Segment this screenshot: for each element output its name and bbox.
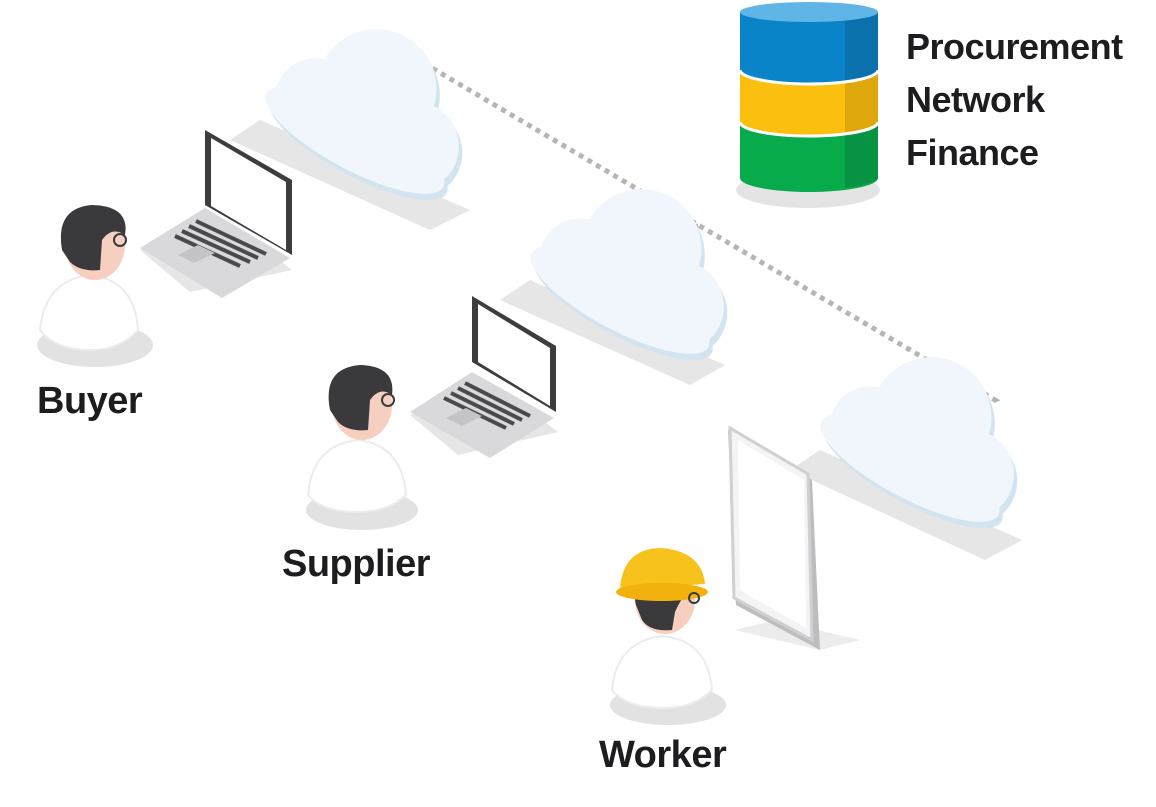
buyer-person-icon [37, 205, 153, 367]
worker-person-icon [610, 548, 726, 725]
worker-label: Worker [599, 734, 727, 776]
worker-tablet-icon [728, 425, 860, 650]
buyer-laptop-icon [140, 130, 292, 298]
cloud-supplier [500, 151, 766, 385]
buyer-label: Buyer [37, 380, 143, 422]
legend-procurement-label: Procurement [906, 26, 1123, 67]
cloud-worker [790, 319, 1056, 560]
supplier-laptop-icon [410, 296, 558, 458]
legend-network-label: Network [906, 79, 1045, 120]
cloud-buyer [230, 0, 501, 230]
database-stack-icon [736, 2, 880, 208]
supplier-person-icon [306, 365, 418, 530]
supplier-label: Supplier [282, 543, 431, 585]
legend-finance-label: Finance [906, 132, 1039, 173]
